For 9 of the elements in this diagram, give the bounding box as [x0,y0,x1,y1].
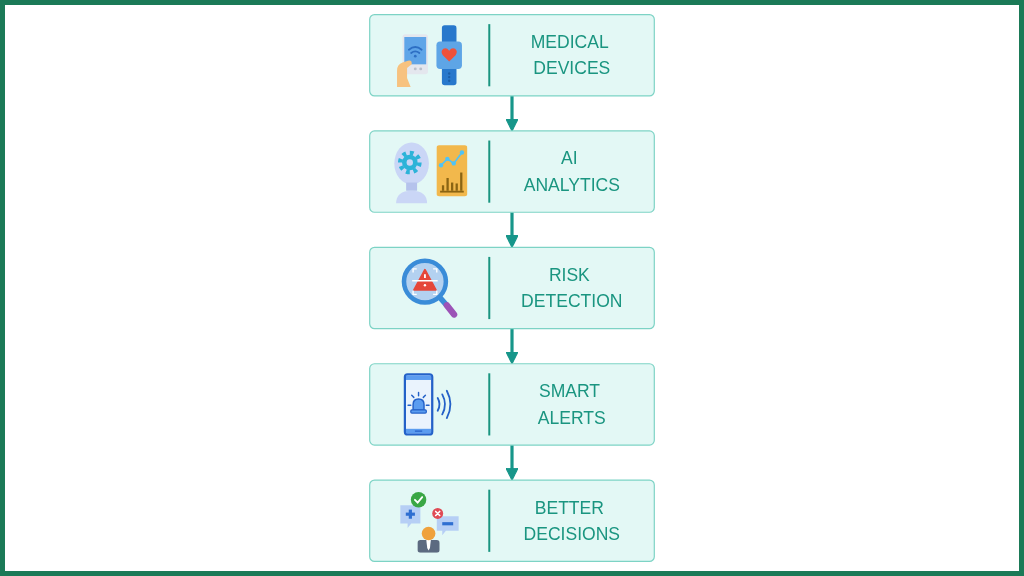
node-box [369,13,655,97]
node-box [369,130,655,213]
arrow [505,445,519,481]
arrow [505,328,519,365]
arrow [505,95,519,132]
node-box [369,363,655,446]
node-box [369,246,655,330]
arrow [505,212,519,248]
node-box [369,479,655,563]
